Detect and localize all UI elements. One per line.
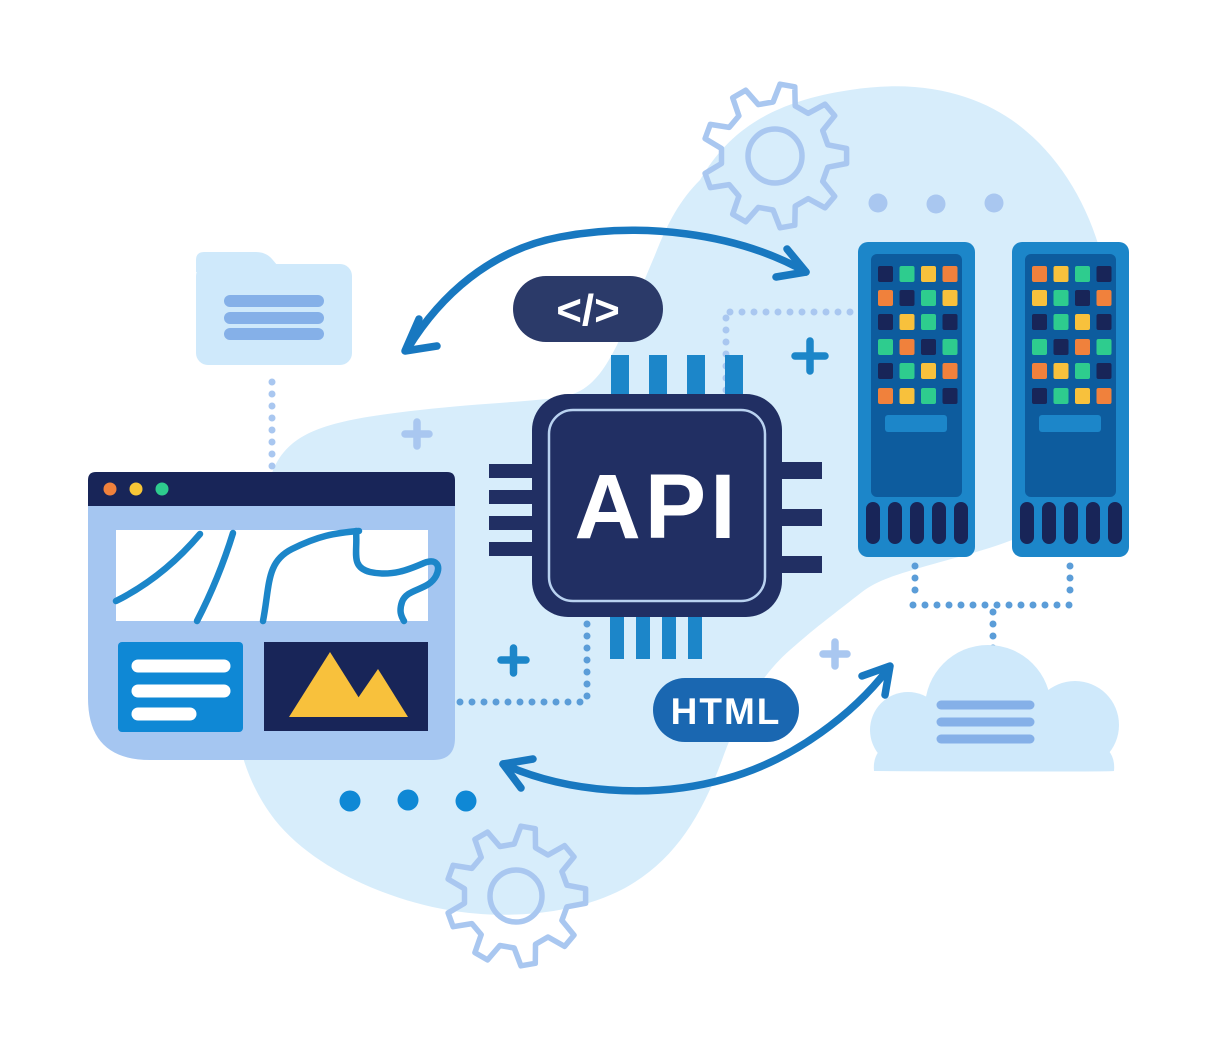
- api-label: API: [574, 456, 739, 558]
- server-led: [1053, 266, 1069, 282]
- server-led: [942, 339, 958, 355]
- server-led: [1075, 314, 1090, 330]
- mountain-image-icon: [264, 642, 428, 731]
- server-led: [1053, 339, 1069, 355]
- server-led: [921, 388, 936, 404]
- server-grid-left: [878, 266, 958, 404]
- cloud-icon: [870, 645, 1119, 772]
- server-led: [1096, 363, 1112, 379]
- server-led: [1032, 363, 1047, 379]
- server-led: [1075, 363, 1090, 379]
- api-chip-icon: API: [489, 355, 822, 659]
- server-led: [899, 266, 915, 282]
- server-led: [1075, 290, 1090, 306]
- server-led: [878, 290, 893, 306]
- connector-browser-chip: [456, 618, 591, 706]
- plus-icon-lower-left: [497, 644, 530, 677]
- server-led: [899, 363, 915, 379]
- dots-decoration-top-right: [868, 193, 1004, 214]
- server-led: [921, 314, 936, 330]
- server-led: [1053, 290, 1069, 306]
- server-rack-icon-left: [858, 242, 975, 557]
- chip-body: [532, 394, 782, 617]
- server-led: [899, 290, 915, 306]
- server-led: [1096, 266, 1112, 282]
- server-led: [1096, 388, 1112, 404]
- server-led: [878, 266, 893, 282]
- browser-header: [88, 472, 455, 506]
- server-led: [1053, 314, 1069, 330]
- html-label: HTML: [671, 691, 782, 732]
- server-led: [942, 363, 958, 379]
- browser-window-icon: [88, 472, 455, 760]
- server-slot-bar-right: [1039, 415, 1101, 432]
- curved-arrow-top: [401, 226, 810, 355]
- server-led: [1032, 266, 1047, 282]
- gear-icon-bottom: [445, 823, 589, 969]
- server-led: [878, 363, 893, 379]
- plus-icon-upper-right: [791, 337, 829, 375]
- server-led: [921, 266, 936, 282]
- code-tag-label: </>: [556, 286, 620, 335]
- server-led: [1032, 339, 1047, 355]
- server-led: [1053, 388, 1069, 404]
- server-led: [921, 363, 936, 379]
- window-dot-green: [155, 482, 169, 496]
- server-led: [1032, 290, 1047, 306]
- server-led: [1075, 388, 1090, 404]
- window-dot-orange: [103, 482, 117, 496]
- server-led: [1096, 314, 1112, 330]
- folder-icon: [196, 252, 352, 365]
- server-led: [1032, 314, 1047, 330]
- text-card-icon: [118, 642, 243, 732]
- server-led: [899, 388, 915, 404]
- server-led: [921, 339, 936, 355]
- server-led: [1053, 363, 1069, 379]
- server-vents-left: [866, 502, 968, 544]
- server-led: [942, 290, 958, 306]
- gear-icon-top: [702, 81, 850, 231]
- server-led: [899, 314, 915, 330]
- server-led: [878, 388, 893, 404]
- plus-icon-lower-right: [819, 638, 851, 670]
- server-led: [1075, 266, 1090, 282]
- server-led: [1075, 339, 1090, 355]
- server-slot-bar-left: [885, 415, 947, 432]
- server-rack-icon-right: [1012, 242, 1129, 557]
- server-led: [942, 388, 958, 404]
- curved-arrow-bottom: [499, 662, 894, 795]
- connector-servers-cloud: [909, 562, 1076, 656]
- chip-pins-top: [611, 355, 743, 397]
- server-led: [878, 314, 893, 330]
- server-grid-right: [1032, 266, 1112, 404]
- plus-icon-upper-left: [401, 418, 433, 450]
- window-dot-yellow: [129, 482, 143, 496]
- chip-pins-right: [780, 462, 822, 573]
- chip-pins-bottom: [610, 616, 702, 659]
- chip-pins-left: [489, 464, 534, 556]
- dots-decoration-bottom-left: [339, 789, 477, 812]
- server-led: [878, 339, 893, 355]
- cloud-text-lines: [936, 700, 1035, 744]
- server-led: [942, 314, 958, 330]
- chip-inner-border: [547, 408, 767, 603]
- html-badge: HTML: [653, 678, 799, 742]
- map-roads-icon: [112, 527, 442, 625]
- server-led: [921, 290, 936, 306]
- server-led: [942, 266, 958, 282]
- folder-text-lines: [224, 295, 324, 340]
- server-led: [1032, 388, 1047, 404]
- code-tag-badge: </>: [513, 276, 663, 342]
- server-led: [1096, 339, 1112, 355]
- server-vents-right: [1020, 502, 1122, 544]
- server-led: [1096, 290, 1112, 306]
- server-led: [899, 339, 915, 355]
